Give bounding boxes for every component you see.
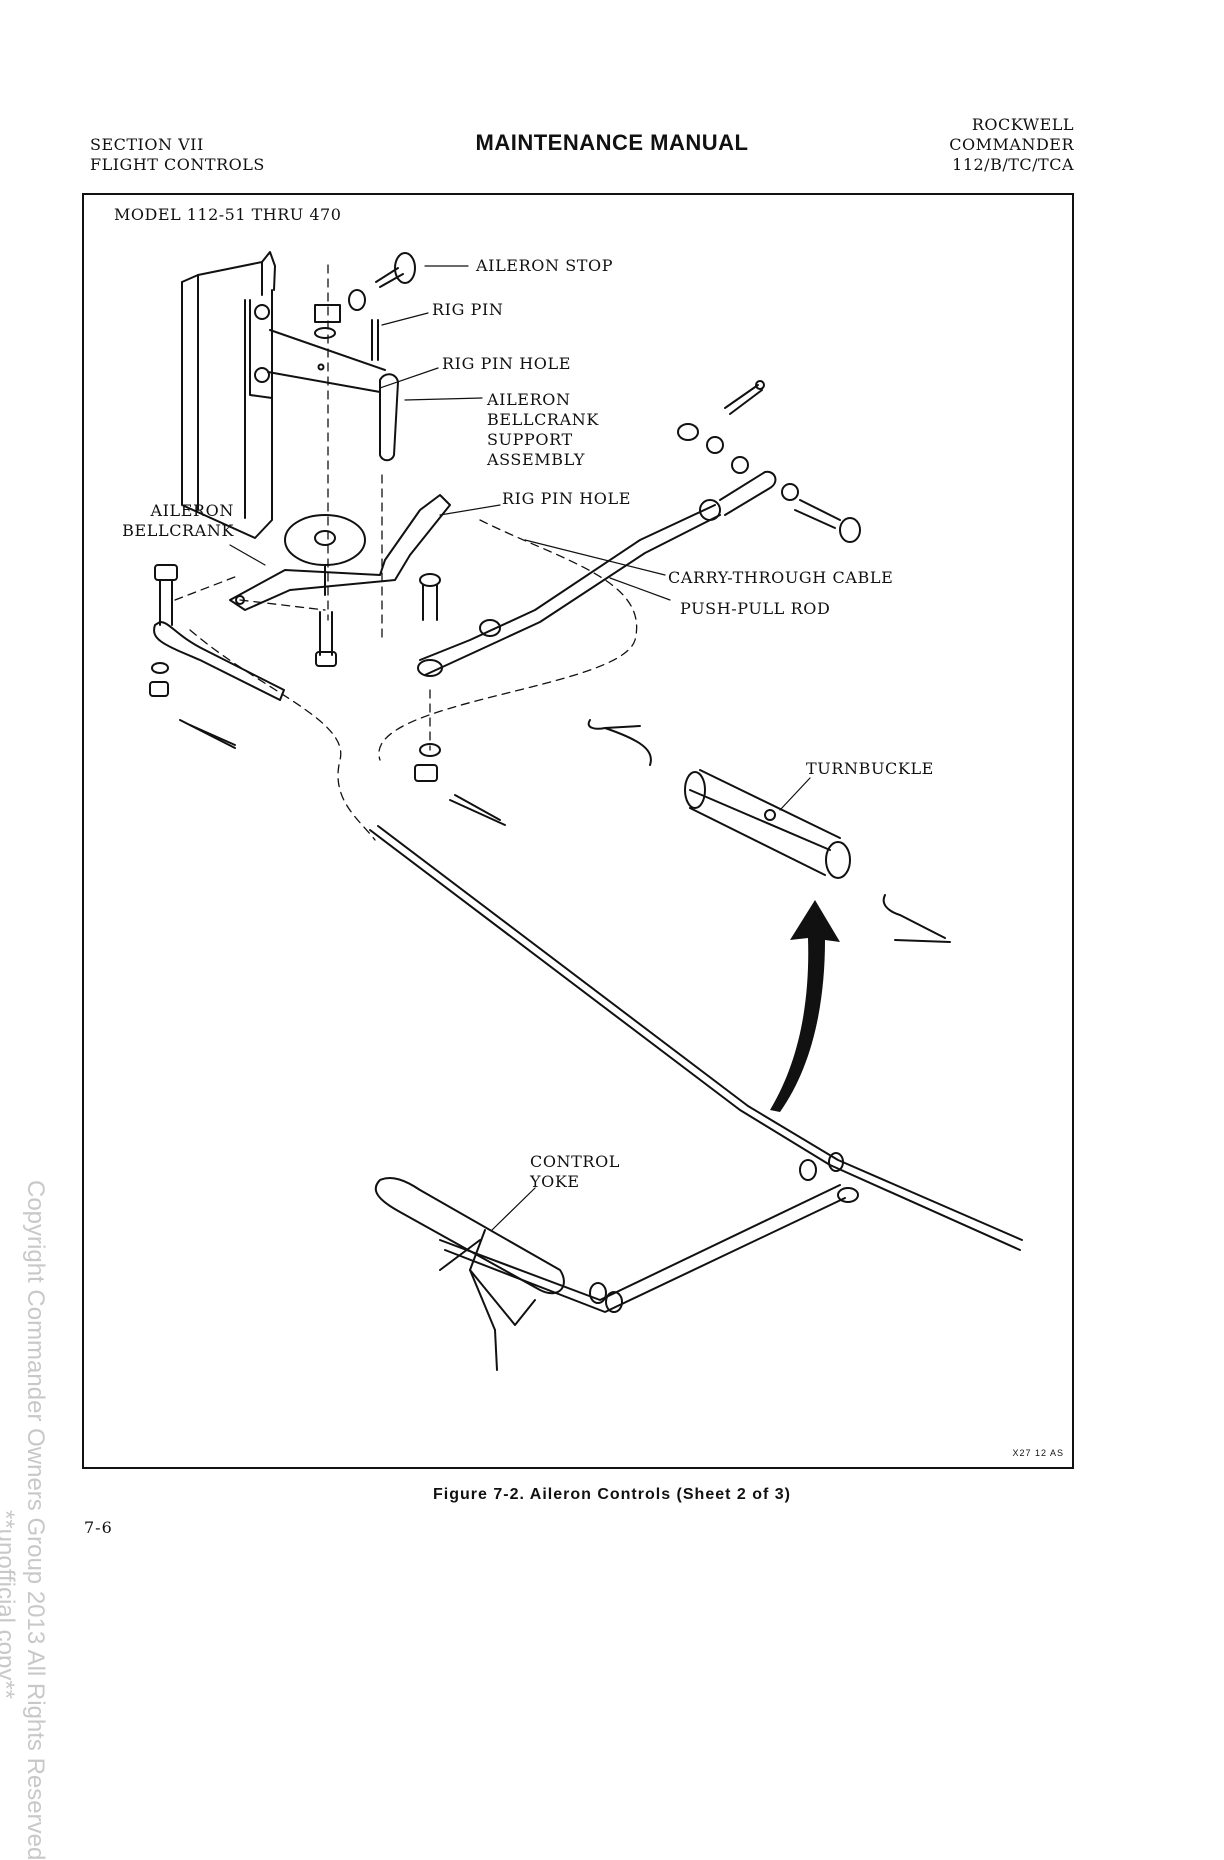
upper-hardware (677, 380, 765, 474)
callout-rig-pin-hole-upper: RIG PIN HOLE (442, 354, 571, 373)
aircraft-header: ROCKWELL COMMANDER 112/B/TC/TCA (949, 115, 1074, 175)
page-number: 7-6 (84, 1518, 113, 1537)
push-pull-rod-shape (417, 470, 861, 677)
routing-lines (174, 264, 638, 841)
cable-runs (369, 825, 1023, 1313)
callout-carry-through-cable: CARRY-THROUGH CABLE (668, 568, 894, 587)
watermark-line-1: Copyright Commander Owners Group 2013 Al… (22, 1180, 49, 1860)
support-channel (181, 251, 276, 539)
copyright-watermark: Copyright Commander Owners Group 2013 Al… (0, 1180, 50, 1860)
figure-reference-code: X27 12 AS (1012, 1448, 1064, 1458)
control-yoke-shape (374, 1177, 565, 1371)
manufacturer: ROCKWELL (971, 115, 1074, 134)
lower-hardware (414, 743, 506, 826)
watermark-line-2: **unofficial copy** (0, 1510, 19, 1700)
callout-rig-pin: RIG PIN (432, 300, 504, 319)
cable-terminal (149, 621, 285, 749)
callout-aileron-stop: AILERON STOP (476, 256, 614, 275)
safety-clips (587, 719, 951, 943)
support-arm (249, 299, 399, 462)
leader-lines (229, 265, 811, 1231)
section-number: SECTION VII (90, 135, 204, 154)
aileron-controls-illustration (149, 251, 1023, 1371)
aircraft-models: 112/B/TC/TCA (952, 155, 1074, 174)
figure-caption: Figure 7-2. Aileron Controls (Sheet 2 of… (433, 1486, 791, 1503)
figure-frame (82, 193, 1074, 1469)
callout-push-pull-rod: PUSH-PULL ROD (680, 599, 831, 618)
bellcrank (229, 494, 451, 611)
callout-rig-pin-hole-lower: RIG PIN HOLE (502, 489, 631, 508)
detail-arrow (770, 900, 840, 1112)
callout-control-yoke: CONTROL YOKE (530, 1152, 621, 1191)
callout-aileron-bellcrank: AILERON BELLCRANK (122, 501, 234, 540)
aircraft-name: COMMANDER (949, 135, 1074, 154)
turnbuckle-shape (684, 769, 851, 879)
section-header: SECTION VII FLIGHT CONTROLS (90, 135, 265, 175)
model-applicability: MODEL 112-51 THRU 470 (114, 205, 342, 224)
section-title: FLIGHT CONTROLS (90, 155, 265, 174)
callout-bellcrank-support-assembly: AILERON BELLCRANK SUPPORT ASSEMBLY (487, 390, 599, 469)
bolts (154, 564, 441, 667)
manual-title: MAINTENANCE MANUAL (475, 130, 749, 155)
callout-turnbuckle: TURNBUCKLE (806, 759, 934, 778)
aileron-stop-bolt (314, 252, 416, 361)
